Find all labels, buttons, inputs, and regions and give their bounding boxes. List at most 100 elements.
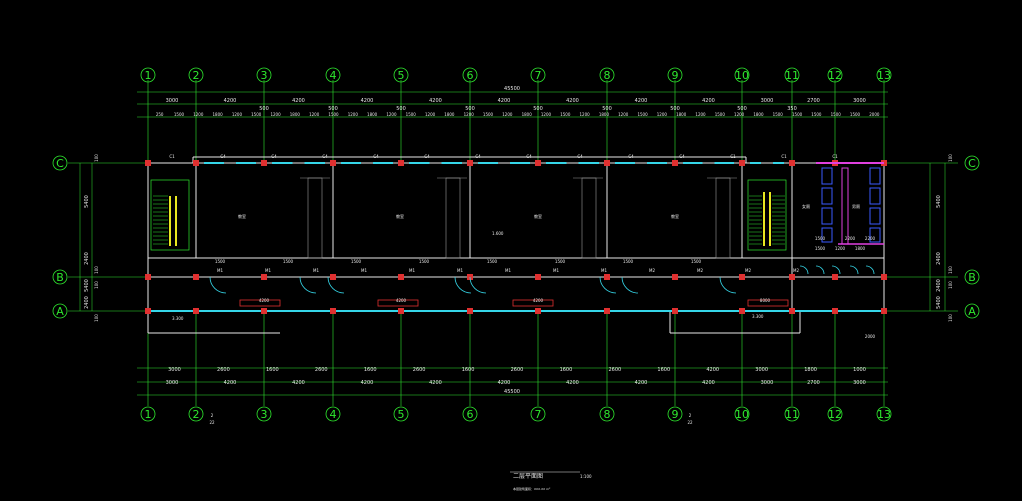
axis-label: 7 xyxy=(535,408,542,421)
right-dim: 2400 xyxy=(936,279,942,292)
top-dim-2: 1500 xyxy=(831,112,842,117)
callout-label: 4200 xyxy=(533,298,544,303)
door-tag: M2 xyxy=(697,268,703,273)
axis-bubble-C: C xyxy=(964,155,980,171)
column xyxy=(604,160,610,166)
top-dim-between: 500 xyxy=(602,106,612,112)
top-dim-between: 500 xyxy=(465,106,475,112)
left-dim: 2400 xyxy=(84,296,90,309)
bottom-dim-2: 4200 xyxy=(224,380,237,386)
axis-label: A xyxy=(56,305,64,318)
bottom-dim-2: 4200 xyxy=(498,380,511,386)
axis-label: 1 xyxy=(145,408,152,421)
left-dim-small: 100 xyxy=(94,154,99,162)
column xyxy=(881,308,887,314)
right-dim: 5400 xyxy=(936,195,942,208)
columns xyxy=(145,160,887,314)
column xyxy=(604,274,610,280)
top-dim-2: 1500 xyxy=(406,112,417,117)
top-dim-2: 1800 xyxy=(522,112,533,117)
room-inner-details xyxy=(300,177,737,259)
axis-label: 9 xyxy=(672,69,679,82)
axis-label: 8 xyxy=(604,408,611,421)
level-mark: 1.600 xyxy=(492,231,504,236)
axis-label: 5 xyxy=(398,69,405,82)
column xyxy=(330,274,336,280)
column xyxy=(739,160,745,166)
drawing-title: 二层平面图 xyxy=(513,473,543,480)
window-tag: C4 xyxy=(220,154,226,159)
left-dim-small: 100 xyxy=(94,266,99,274)
side-number: 2200 xyxy=(845,236,856,241)
top-dim-2: 1200 xyxy=(348,112,359,117)
door-tag: M1 xyxy=(217,268,223,273)
axis-label: 12 xyxy=(828,408,842,421)
top-dim-2: 1800 xyxy=(753,112,764,117)
axis-bubble-10: 10 xyxy=(734,406,750,422)
top-dim-2: 1200 xyxy=(618,112,629,117)
door-arc xyxy=(815,265,825,275)
axis-label: A xyxy=(968,305,976,318)
elevation-right: 3.300 xyxy=(752,314,764,319)
side-number: 1500 xyxy=(815,236,826,241)
axis-bubble-B: B xyxy=(52,269,68,285)
axis-label: 8 xyxy=(604,69,611,82)
axis-label: 3 xyxy=(261,69,268,82)
bottom-dim-1: 1600 xyxy=(560,367,573,373)
axis-bubble-12: 12 xyxy=(827,67,843,83)
axis-label: C xyxy=(56,157,64,170)
corridor-dim: 1500 xyxy=(283,259,294,264)
column xyxy=(604,308,610,314)
top-dim-2: 1500 xyxy=(251,112,262,117)
axis-bubble-7: 7 xyxy=(530,406,546,422)
axis-bubble-C: C xyxy=(52,155,68,171)
column xyxy=(145,160,151,166)
column xyxy=(535,160,541,166)
column xyxy=(261,160,267,166)
column xyxy=(789,308,795,314)
side-number: 1500 xyxy=(815,246,826,251)
door-tag: M2 xyxy=(649,268,655,273)
axis-label: 2 xyxy=(193,69,200,82)
column xyxy=(261,274,267,280)
top-dim-2: 1800 xyxy=(367,112,378,117)
column xyxy=(467,308,473,314)
door-arc xyxy=(799,265,809,275)
top-dim-2: 1200 xyxy=(580,112,591,117)
column xyxy=(398,160,404,166)
door-arc xyxy=(299,276,317,294)
section-mark: 22 xyxy=(209,420,215,425)
axis-bubble-13: 13 xyxy=(876,406,892,422)
stair-left xyxy=(150,179,190,251)
axis-label: 2 xyxy=(193,408,200,421)
bottom-dim-2: 4200 xyxy=(702,380,715,386)
window-tag: C1 xyxy=(730,154,736,159)
top-dim-2: 1500 xyxy=(560,112,571,117)
axis-bubble-6: 6 xyxy=(462,406,478,422)
top-dim-2: 1200 xyxy=(657,112,668,117)
top-dim-1: 4200 xyxy=(224,98,237,104)
overall-length-top: 45500 xyxy=(504,86,520,92)
door-tag: M1 xyxy=(265,268,271,273)
column xyxy=(261,308,267,314)
axis-bubble-10: 10 xyxy=(734,67,750,83)
top-dim-between: 500 xyxy=(533,106,543,112)
right-dim: 5400 xyxy=(936,296,942,309)
axis-bubble-5: 5 xyxy=(393,67,409,83)
column xyxy=(739,274,745,280)
corridor-dim: 1500 xyxy=(487,259,498,264)
top-dim-between: 500 xyxy=(737,106,747,112)
callout-label: 4200 xyxy=(396,298,407,303)
left-dim-small: 100 xyxy=(94,314,99,322)
axis-bubble-4: 4 xyxy=(325,67,341,83)
axis-bubble-3: 3 xyxy=(256,67,272,83)
axis-label: 5 xyxy=(398,408,405,421)
top-dim-2: 1800 xyxy=(676,112,687,117)
axis-bubble-7: 7 xyxy=(530,67,546,83)
building-walls xyxy=(147,156,885,334)
door-tag: M1 xyxy=(601,268,607,273)
column xyxy=(145,274,151,280)
top-dim-2: 1200 xyxy=(734,112,745,117)
axis-label: 9 xyxy=(672,408,679,421)
axis-bubble-9: 9 xyxy=(667,406,683,422)
